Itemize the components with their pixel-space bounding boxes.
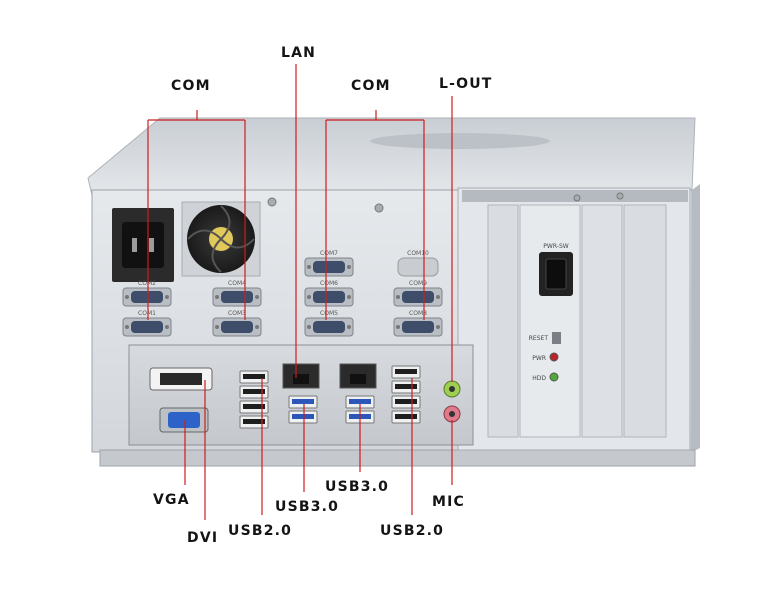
slot-cover-1 [487,204,519,438]
com-right-leader [325,110,425,320]
serial-port-com6: COM6 [304,280,354,307]
slot-cover-3 [581,204,623,438]
serial-port-com10: COM10 [397,250,439,277]
callout-lan: LAN [281,45,317,61]
hdd-led [549,372,559,382]
serial-port-com1: COM1 [122,310,172,337]
panel-label-reset: RESET [529,335,549,342]
slot-cover-4 [623,204,667,438]
serial-port-com9: COM9 [393,280,443,307]
panel-label-pwr: PWR [532,355,546,362]
reset-button [552,332,561,344]
callout-dvi: DVI [187,530,219,546]
chassis-base [99,449,696,467]
chassis-top [87,117,696,196]
power-inlet [122,222,164,268]
callout-mic: MIC [432,494,466,510]
slot-cover-2 [519,204,581,438]
serial-port-label: COM10 [407,250,429,257]
callout-vga: VGA [153,492,190,508]
serial-port-label: COM9 [409,280,427,287]
serial-port-label: COM4 [228,280,246,287]
power-switch [545,258,567,290]
com-left-leader [147,110,246,320]
pwr-led [549,352,559,362]
callout-usb30-right: USB3.0 [325,479,390,495]
serial-port-label: COM8 [409,310,427,317]
serial-port-label: COM1 [138,310,156,317]
callout-l-out: L-OUT [439,76,493,92]
callout-com-left: COM [171,78,211,94]
serial-port-com2: COM2 [122,280,172,307]
serial-port-com8: COM8 [393,310,443,337]
serial-port-com7: COM7 [304,250,354,277]
serial-port-label: COM5 [320,310,338,317]
serial-port-label: COM3 [228,310,246,317]
top-vent [370,133,550,149]
callout-usb20-left: USB2.0 [228,523,293,539]
panel-label-pwr_sw: PWR-SW [543,243,568,250]
serial-port-com5: COM5 [304,310,354,337]
callout-usb30-left: USB3.0 [275,499,340,515]
chassis-side [692,184,700,452]
serial-port-label: COM7 [320,250,338,257]
panel-label-hdd: HDD [532,375,546,382]
serial-port-label: COM6 [320,280,338,287]
callout-usb20-right: USB2.0 [380,523,445,539]
serial-port-label: COM2 [138,280,156,287]
serial-port-com3: COM3 [212,310,262,337]
callout-com-right: COM [351,78,391,94]
